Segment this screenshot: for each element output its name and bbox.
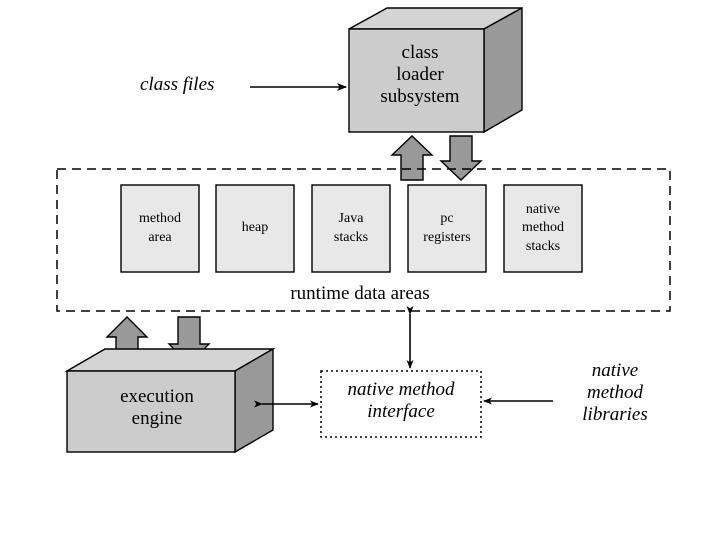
runtime-cell-pc-registers	[407, 184, 487, 273]
runtime-cell-label-heap: heap	[241, 220, 269, 236]
execution-engine-box-front	[66, 370, 236, 453]
runtime-cell-label-pc-registers: pc registers	[423, 211, 471, 245]
execution-engine-box	[64, 347, 276, 454]
loader-block-arrow-up	[390, 135, 434, 181]
runtime-cell-java-stacks	[311, 184, 391, 273]
class-loader-subsystem-label: class loader subsystem	[380, 42, 460, 108]
loader-block-arrow-down	[439, 135, 483, 181]
runtime-cell-label-method-area: method area	[139, 211, 181, 245]
runtime-cell-label-java-stacks: Java stacks	[333, 211, 369, 245]
class-files-label: class files	[140, 74, 215, 95]
class-loader-box-side	[483, 6, 523, 134]
runtime-data-areas-container	[56, 168, 671, 312]
runtime-cell-method-area	[120, 184, 200, 273]
class-loader-box-front	[348, 28, 485, 133]
class-loader-subsystem-box	[348, 6, 523, 134]
native-method-interface-label: native method interface	[347, 379, 455, 423]
runtime-cell-heap	[215, 184, 295, 273]
runtime-data-areas-title: runtime data areas	[290, 283, 430, 304]
native-method-interface-box	[320, 370, 482, 438]
runtime-cell-native-method-stacks	[503, 184, 583, 273]
execution-engine-label: execution engine	[120, 386, 194, 430]
runtime-cell-label-native-method-stacks: native method stacks	[522, 202, 564, 254]
native-method-libraries-label: native method libraries	[582, 360, 648, 426]
